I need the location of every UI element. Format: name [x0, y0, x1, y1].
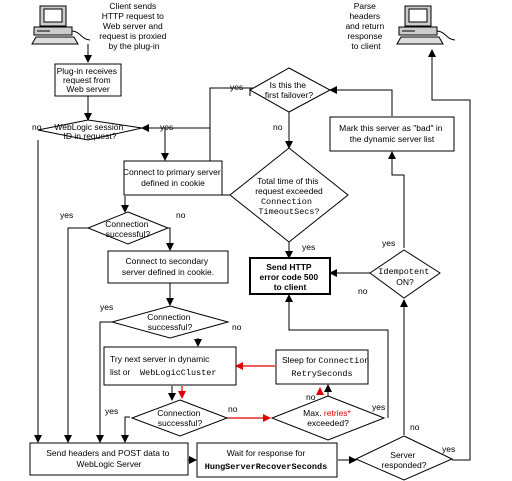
connection-successful-diamond-2 [110, 305, 230, 339]
label-no-session: no [32, 122, 42, 132]
label-no-conn3: no [228, 404, 238, 414]
connect-secondary-text: Connect to secondary server defined in c… [122, 256, 214, 277]
conn2-text: Connection successful? [147, 312, 192, 332]
send-headers-text: Send headers and POST data to WebLogic S… [46, 448, 172, 469]
first-failover-diamond [248, 67, 332, 113]
max-retries-diamond [270, 395, 386, 441]
wait-response-text: Wait for response for [227, 448, 306, 458]
label-yes-session: yes [160, 122, 173, 132]
total-time-diamond [229, 147, 349, 243]
mark-bad-text: Mark this server as "bad" in the dynamic… [339, 123, 445, 144]
label-yes-total: yes [302, 242, 315, 252]
conn3-text: Connection successful? [157, 408, 202, 428]
plugin-receives-box [54, 63, 122, 97]
label-yes-failover: yes [230, 82, 243, 92]
exceeded-text: exceeded? [307, 418, 349, 428]
label-no-idem: no [358, 286, 368, 296]
label-no-conn2: no [232, 322, 242, 332]
label-yes-conn1: yes [60, 210, 73, 220]
mark-server-bad-box [329, 116, 455, 152]
branch-labels: yes no no yes yes no yes yes no yes no y… [32, 82, 455, 454]
client-computer-icon [31, 5, 91, 45]
max-retries-text: Max. retries* [303, 408, 351, 418]
retry-seconds-text: RetrySeconds [291, 369, 352, 379]
client-browser-icon [396, 5, 456, 45]
sleep-box [275, 349, 369, 385]
try-next-text: Try next server in dynamic list or [110, 354, 212, 377]
label-no-failover: no [273, 122, 283, 132]
label-yes-responded: yes [442, 444, 455, 454]
connection-successful-diamond-3 [130, 399, 229, 437]
client-sends-text: Client sends HTTP request to Web server … [99, 1, 168, 51]
try-next-server-box [103, 346, 237, 386]
first-failover-text: Is this the first failover? [265, 80, 313, 100]
wait-response-box [196, 442, 338, 478]
idempotent-diamond [369, 249, 441, 299]
server-responded-text: Server responded? [382, 450, 427, 470]
hung-server-text: HungServerRecoverSeconds [205, 462, 327, 472]
label-yes-idem: yes [382, 238, 395, 248]
connect-secondary-box [107, 250, 229, 284]
session-id-text: WebLogic session ID in request? [54, 122, 125, 141]
total-time-text: Total time of this request exceeded [255, 176, 323, 196]
plugin-receives-text: Plug-in receives request from Web server [57, 66, 120, 94]
parse-headers-text: Parse headers and return response to cli… [345, 1, 386, 51]
label-no-conn1: no [176, 210, 186, 220]
send-500-box [249, 257, 331, 295]
label-yes-conn3: yes [105, 406, 118, 416]
conn1-text: Connection successful? [105, 219, 150, 239]
session-id-diamond [37, 119, 143, 141]
server-responded-diamond [354, 435, 454, 481]
label-no-responded: no [410, 422, 420, 432]
connection-successful-diamond-1 [86, 211, 170, 245]
label-yes-retries: yes [372, 402, 385, 412]
label-no-retries: no [306, 392, 316, 402]
sleep-for-text: Sleep for Connection [282, 355, 369, 366]
send-headers-box [29, 442, 189, 476]
label-yes-conn2: yes [100, 302, 113, 312]
idempotent-text: Idempotent ON? [378, 266, 431, 287]
send-500-text: Send HTTP error code 500 to client [260, 262, 321, 292]
connect-primary-text: Connect to primary server defined in coo… [123, 167, 223, 188]
weblogic-cluster-text: WebLogicCluster [140, 368, 217, 378]
connect-primary-box [123, 160, 223, 196]
total-time-mono-text: Connection TimeoutSecs? [258, 197, 319, 217]
